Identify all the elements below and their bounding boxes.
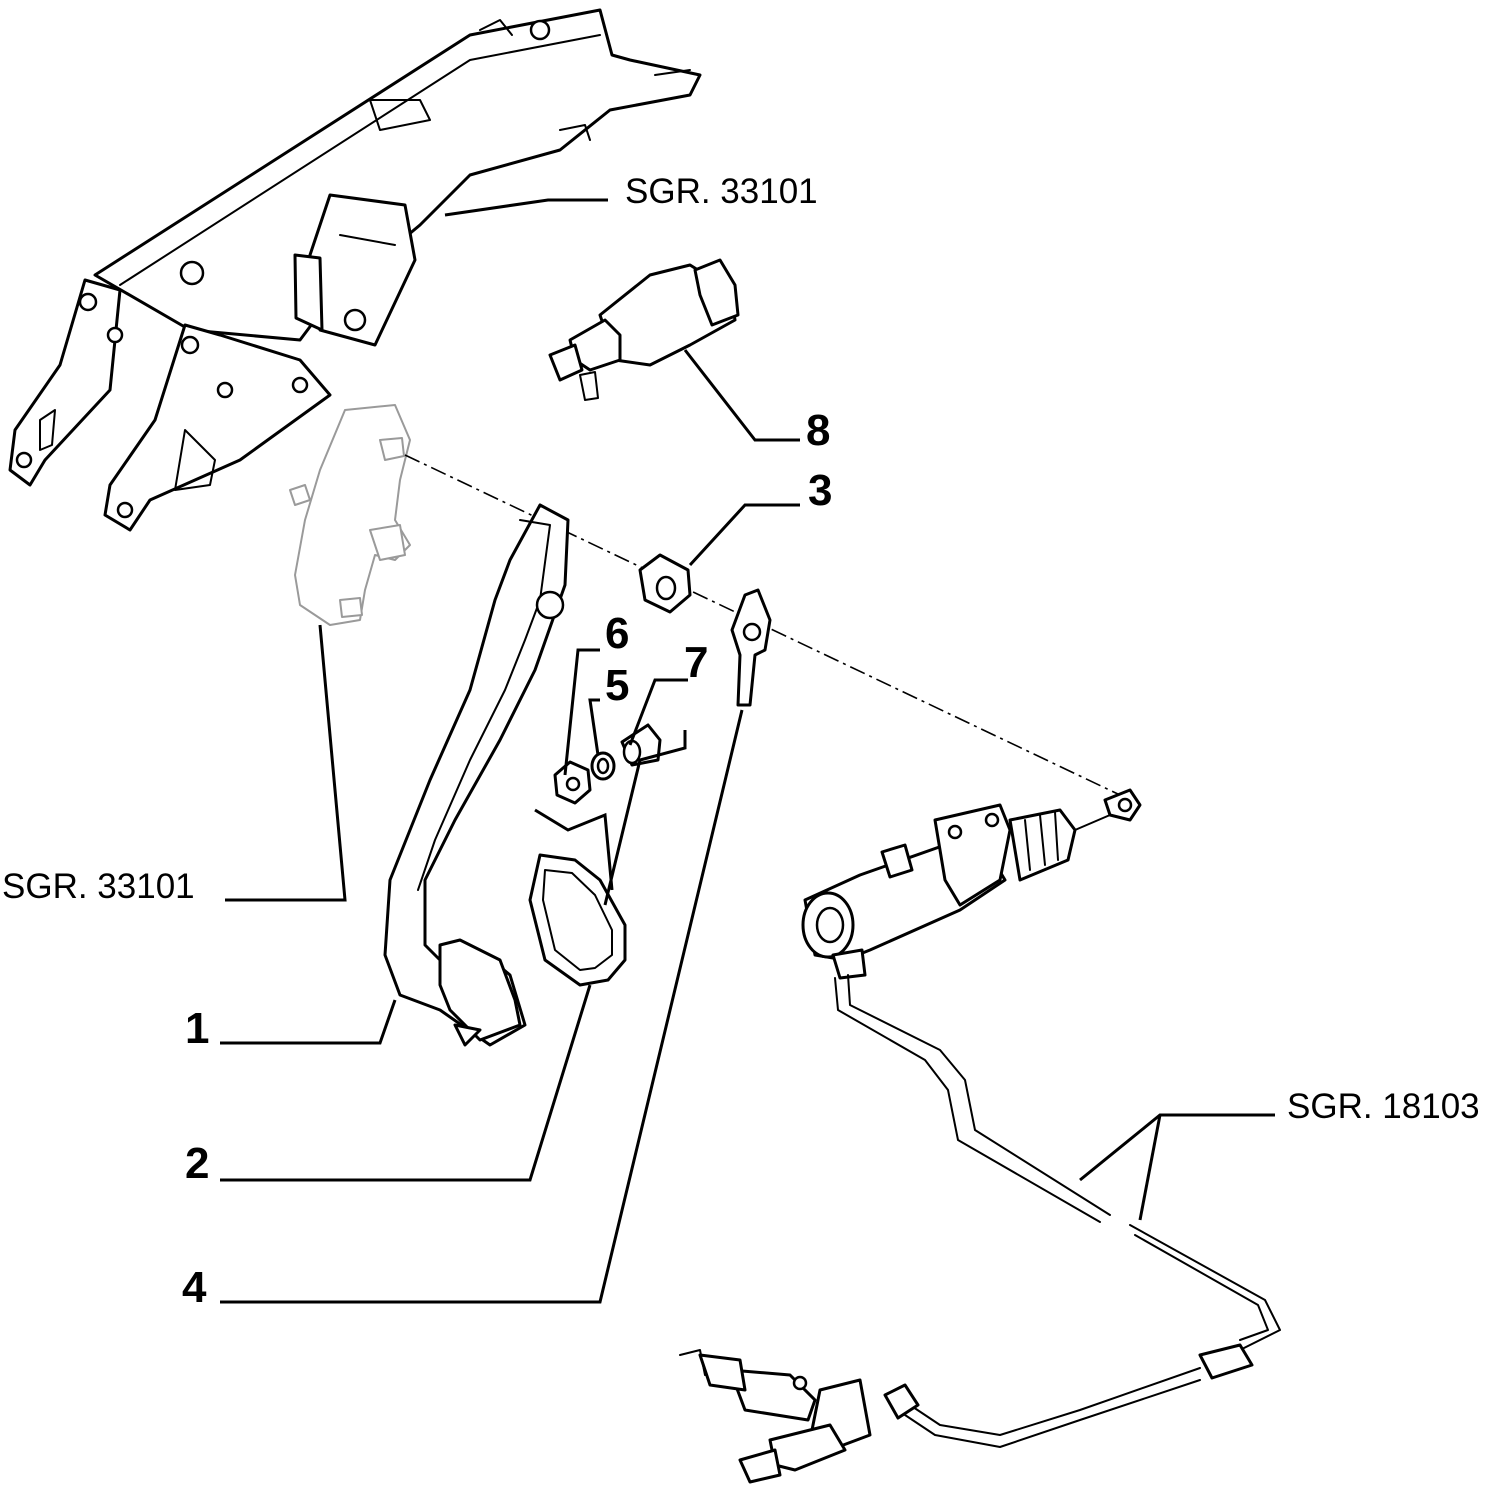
callout-6: 6 [605, 609, 629, 658]
ref-label-hydraulic-line: SGR. 18103 [1287, 1087, 1480, 1126]
pedal-support-bracket [8, 8, 702, 532]
hydraulic-pipe [834, 974, 1281, 1448]
callout-2: 2 [185, 1139, 209, 1188]
clutch-pedal-arm [383, 503, 570, 1047]
clutch-slave-cylinder [679, 1349, 872, 1484]
washer [590, 751, 616, 781]
pedal-pad [528, 853, 627, 987]
pivot-bushing [638, 553, 692, 614]
ghost-pivot-bracket [289, 404, 411, 626]
callout-3: 3 [808, 466, 832, 515]
ref-label-lower-bracket: SGR. 33101 [2, 867, 195, 906]
callout-1: 1 [185, 1004, 209, 1053]
clutch-pedal-switch [548, 258, 740, 401]
leader-lines [220, 198, 1275, 1304]
ref-label-upper-bracket: SGR. 33101 [625, 172, 818, 211]
hex-nut [553, 760, 592, 805]
callout-4: 4 [182, 1263, 207, 1312]
callout-5: 5 [605, 661, 629, 710]
callout-8: 8 [806, 406, 830, 455]
retaining-pin [730, 588, 772, 707]
clutch-master-cylinder [801, 788, 1142, 980]
callout-7: 7 [684, 638, 708, 687]
pivot-axis-line [404, 454, 1121, 796]
